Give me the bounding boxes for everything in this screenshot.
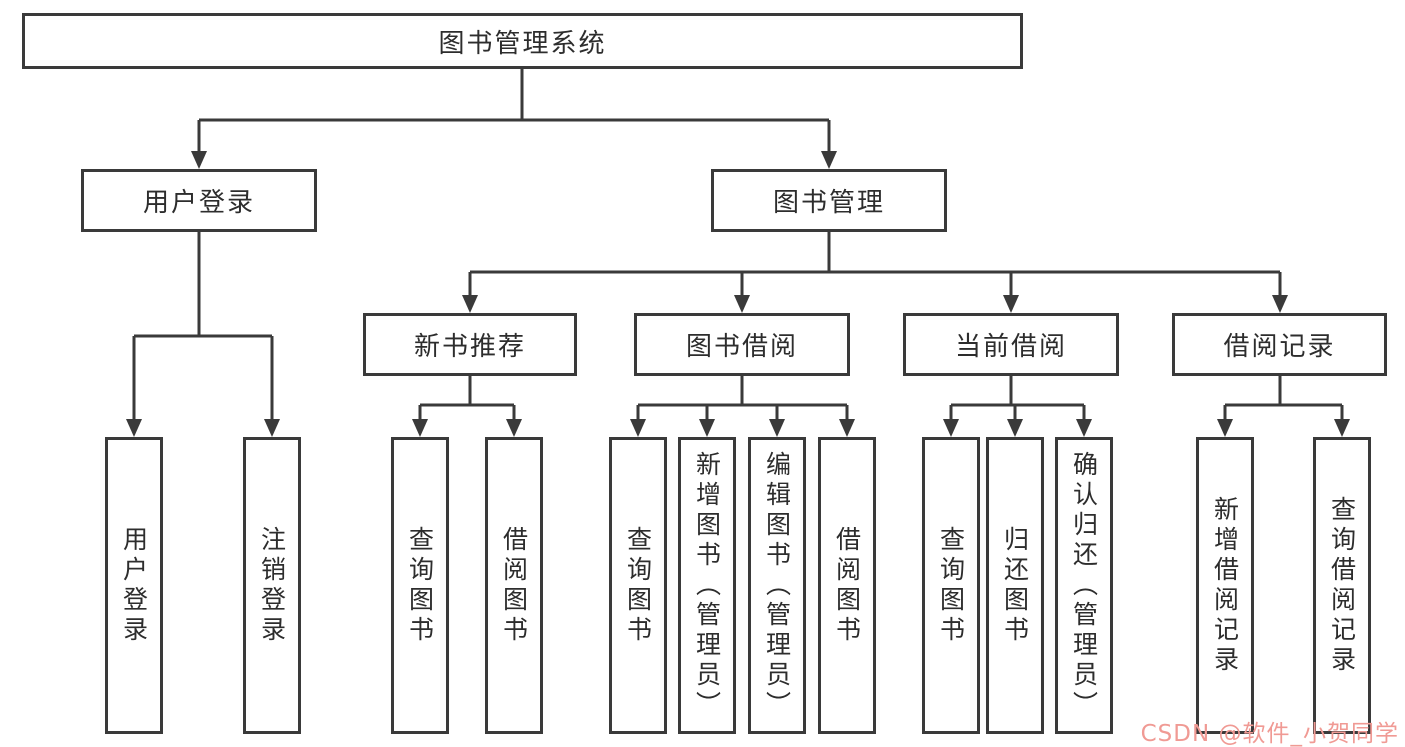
arrow-icon [126,419,142,437]
leaf-label: 查询图书 [623,525,653,646]
arrowheads [126,151,1350,437]
arrow-icon [1007,419,1023,437]
node-leaf-query-books-2: 查询图书 [609,437,667,734]
node-leaf-borrow-books-2: 借阅图书 [818,437,876,734]
leaf-label: 编辑图书（管理员） [762,450,792,721]
node-leaf-add-borrow-record: 新增借阅记录 [1196,437,1254,734]
node-leaf-confirm-return-admin: 确认归还（管理员） [1055,437,1113,734]
node-user-login: 用户登录 [81,169,317,232]
arrow-icon [412,419,428,437]
node-leaf-return-books: 归还图书 [986,437,1044,734]
node-leaf-user-login: 用户登录 [105,437,163,734]
arrow-icon [630,419,646,437]
leaf-label: 用户登录 [119,525,149,646]
leaf-label: 查询图书 [405,525,435,646]
arrow-icon [506,419,522,437]
node-leaf-query-books-3: 查询图书 [922,437,980,734]
leaf-label: 归还图书 [1000,525,1030,646]
connector-level3-splits [418,376,1344,420]
arrow-icon [191,151,207,169]
node-new-book-recommend: 新书推荐 [363,313,577,376]
node-leaf-edit-book-admin: 编辑图书（管理员） [748,437,806,734]
connector-book-mgmt-split [468,232,1282,296]
node-leaf-add-book-admin: 新增图书（管理员） [678,437,736,734]
watermark-text: CSDN @软件_小贺同学 [1140,721,1399,747]
leaf-label: 借阅图书 [499,525,529,646]
arrow-icon [943,419,959,437]
node-leaf-logout: 注销登录 [243,437,301,734]
node-book-management: 图书管理 [711,169,947,232]
leaf-label: 查询图书 [936,525,966,646]
arrow-icon [1003,295,1019,313]
arrow-icon [839,419,855,437]
arrow-icon [1217,419,1233,437]
arrow-icon [1334,419,1350,437]
leaf-label: 注销登录 [257,525,287,646]
arrow-icon [699,419,715,437]
node-current-borrow: 当前借阅 [903,313,1119,376]
arrow-icon [1076,419,1092,437]
arrow-icon [821,151,837,169]
node-borrow-records: 借阅记录 [1172,313,1387,376]
arrow-icon [462,295,478,313]
leaf-label: 确认归还（管理员） [1069,450,1099,721]
leaf-label: 新增图书（管理员） [692,450,722,721]
leaf-label: 借阅图书 [832,525,862,646]
connector-user-login-split [132,232,274,420]
arrow-icon [1272,295,1288,313]
arrow-icon [264,419,280,437]
leaf-label: 查询借阅记录 [1327,495,1357,676]
node-book-borrow: 图书借阅 [634,313,850,376]
leaf-label: 新增借阅记录 [1210,495,1240,676]
connector-root-split [197,69,831,152]
node-leaf-query-books-1: 查询图书 [391,437,449,734]
node-root-system: 图书管理系统 [22,13,1023,69]
arrow-icon [769,419,785,437]
node-leaf-borrow-books-1: 借阅图书 [485,437,543,734]
arrow-icon [734,295,750,313]
node-leaf-query-borrow-record: 查询借阅记录 [1313,437,1371,734]
